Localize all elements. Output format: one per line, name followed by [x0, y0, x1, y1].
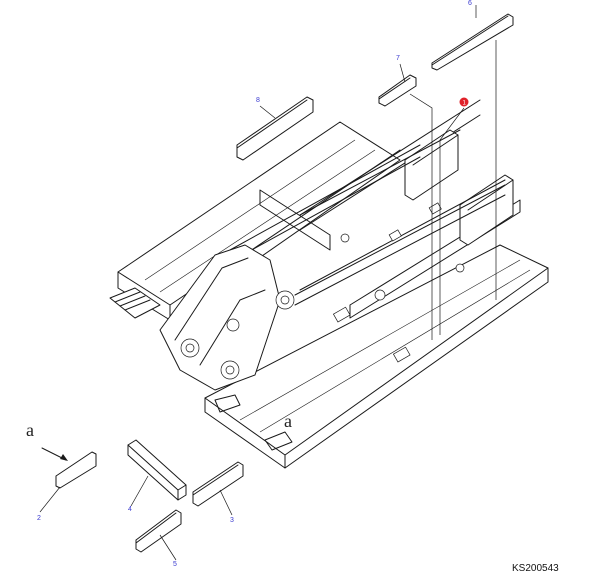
callout-7: 7 — [396, 55, 400, 62]
view-arrow — [41, 447, 68, 461]
callout-6: 6 — [468, 0, 472, 7]
part-7-cover — [378, 74, 417, 107]
part-3-pad — [192, 461, 244, 507]
revolving-frame — [109, 99, 549, 469]
view-letter-a-left: a — [26, 420, 34, 440]
callouts: 1 2 3 4 5 6 7 8 — [37, 0, 472, 568]
callout-3: 3 — [230, 517, 234, 524]
part-2-pad — [55, 451, 97, 489]
callout-2: 2 — [37, 515, 41, 522]
leader-lines — [39, 5, 497, 561]
callout-8: 8 — [256, 97, 260, 104]
callout-4: 4 — [128, 506, 132, 513]
callout-1-highlight — [459, 97, 469, 107]
part-8-cover — [236, 96, 314, 161]
part-4-pad — [127, 439, 187, 501]
part-5-pad — [135, 509, 182, 553]
view-letter-a-center: a — [284, 411, 292, 431]
drawing-code: KS200543 — [512, 563, 559, 574]
callout-5: 5 — [173, 561, 177, 568]
part-6-cover — [431, 13, 514, 71]
callout-1: 1 — [463, 101, 467, 107]
